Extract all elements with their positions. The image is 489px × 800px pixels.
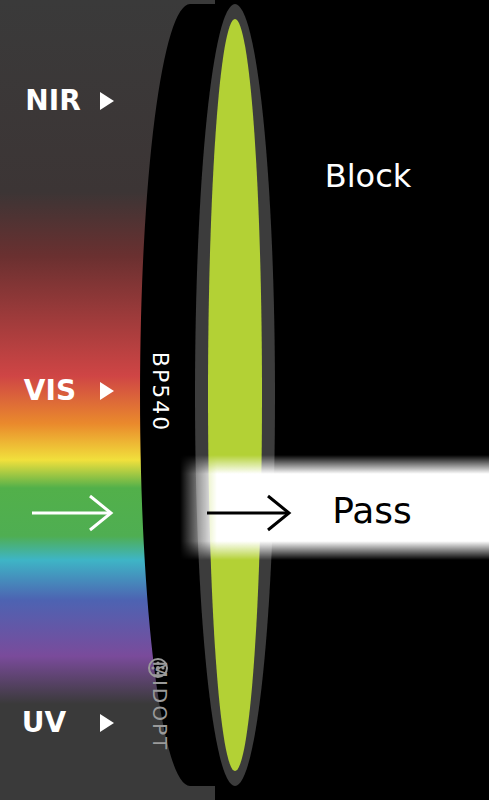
spectrum-label: UV [22,709,66,737]
spectrum-label: VIS [24,377,76,405]
spectrum-label: NIR [25,87,80,115]
pass-label: Pass [332,493,412,529]
brand-name: MIDOPT [150,661,170,752]
filter-model: BP540 [149,352,171,432]
block-label: Block [325,160,412,192]
